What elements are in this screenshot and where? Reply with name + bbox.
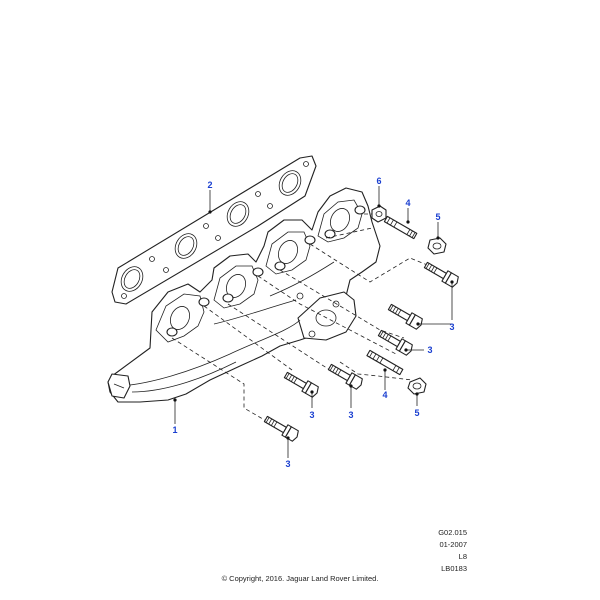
nut-5-lower: [407, 377, 427, 395]
callout-leaders: [173, 186, 454, 458]
bolt-3-mid-right: [377, 329, 413, 356]
nut-5-upper: [427, 237, 447, 255]
drawing-metadata: G02.015 01-2007 L8 LB0183: [420, 527, 467, 575]
copyright-notice: © Copyright, 2016. Jaguar Land Rover Lim…: [221, 574, 379, 583]
callout-6: 6: [376, 176, 381, 186]
spacer-6: [371, 205, 387, 223]
callout-labels: 2 1 6 4 5 3 3 4 5 3 3 3: [172, 176, 454, 469]
drawing-date: 01-2007: [439, 540, 467, 549]
drawing-ref: LB0183: [441, 564, 467, 573]
callout-4-lower: 4: [382, 390, 387, 400]
bolt-3-bottom: [263, 415, 299, 442]
assembly-center-lines: [171, 213, 431, 423]
callout-5-upper: 5: [435, 212, 440, 222]
callout-5-lower: 5: [414, 408, 419, 418]
callout-4-upper: 4: [405, 198, 410, 208]
callout-3-lower-left: 3: [309, 410, 314, 420]
callout-3-bottom: 3: [285, 459, 290, 469]
bolt-3-top-right: [423, 261, 459, 288]
callout-3-lower-middle: 3: [348, 410, 353, 420]
callout-3-mid: 3: [427, 345, 432, 355]
bolt-3-upper-right: [387, 303, 423, 330]
callout-2: 2: [207, 180, 212, 190]
stud-4-upper: [383, 215, 418, 240]
exhaust-manifold: [107, 187, 381, 403]
stud-4-lower: [366, 349, 404, 376]
callout-1: 1: [172, 425, 177, 435]
drawing-model: L8: [458, 552, 467, 561]
drawing-code: G02.015: [438, 528, 467, 537]
bolt-3-lower-middle: [327, 363, 363, 390]
callout-3-right: 3: [449, 322, 454, 332]
bolt-3-lower-left: [283, 371, 319, 398]
